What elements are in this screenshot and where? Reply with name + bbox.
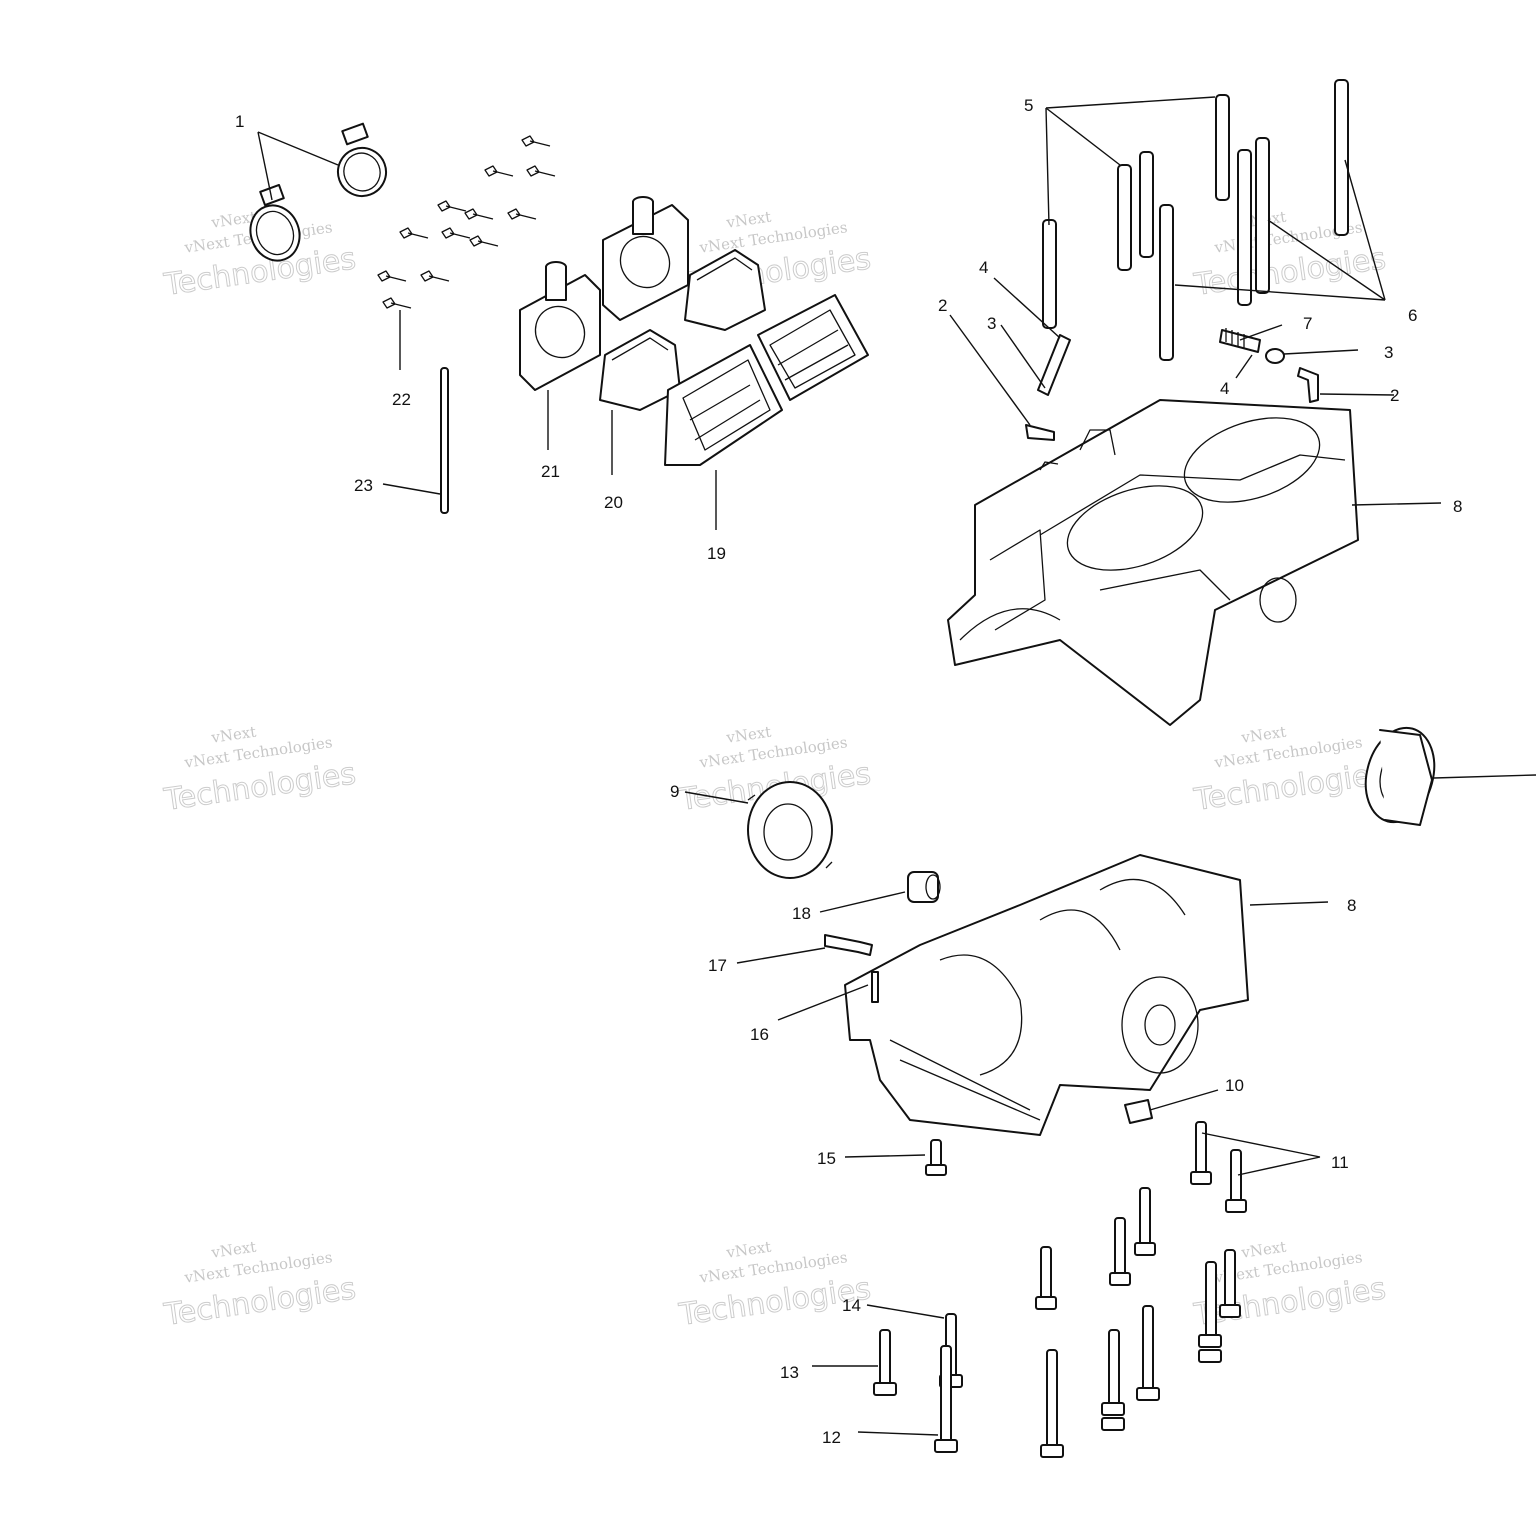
callout-7: 7 [1303, 314, 1312, 333]
seal-right-part[interactable] [1356, 720, 1445, 830]
bushing-part[interactable] [907, 871, 941, 903]
short-bolt-part[interactable] [925, 1139, 947, 1176]
callout-4: 4 [1220, 379, 1229, 398]
callout-11: 11 [1331, 1153, 1349, 1172]
watermark-text: vNext [724, 208, 772, 232]
watermark-mid-left: vNext vNext Technologies Technologies [161, 723, 359, 819]
intake-bolts-part[interactable] [377, 135, 556, 309]
callout-2: 2 [1390, 386, 1399, 405]
rod-part[interactable] [440, 367, 449, 514]
callout-9: 9 [670, 782, 679, 801]
watermark-text: vNext [724, 723, 772, 747]
watermark-top-right: vNext vNext Technologies Technologies [1191, 208, 1389, 304]
watermark-text: vNext [209, 723, 257, 747]
callout-8: 8 [1453, 497, 1462, 516]
watermark-mid-right: vNext vNext Technologies Technologies [1191, 723, 1389, 819]
fittings-part[interactable] [1025, 328, 1319, 441]
callout-5: 5 [1024, 96, 1033, 115]
intake-boot-part[interactable] [599, 249, 766, 411]
watermark-text: vNext [1239, 1238, 1287, 1262]
callout-4: 4 [979, 258, 988, 277]
reed-valve-part[interactable] [664, 294, 869, 466]
callout-12: 12 [822, 1428, 841, 1447]
leader-lines [257, 96, 1536, 1436]
callout-18: 18 [792, 904, 811, 923]
callout-labels: 1 2 2 3 3 4 4 5 6 7 8 8 9 10 11 12 13 14… [235, 96, 1462, 1447]
watermark-text: vNext [1239, 723, 1287, 747]
seal-left-part[interactable] [747, 781, 833, 879]
callout-20: 20 [604, 493, 623, 512]
hose-clamps-part[interactable] [243, 122, 393, 268]
watermark-bottom-middle: vNext vNext Technologies Technologies [676, 1238, 874, 1334]
watermark-text: vNext [724, 1238, 772, 1262]
callout-21: 21 [541, 462, 560, 481]
watermark-bottom-left: vNext vNext Technologies Technologies [161, 1238, 359, 1334]
callout-2: 2 [938, 296, 947, 315]
crankcase-bolts-part[interactable] [873, 1121, 1247, 1458]
watermark-text: vNext [209, 1238, 257, 1262]
upper-crankcase-part[interactable] [947, 399, 1359, 726]
callout-23: 23 [354, 476, 373, 495]
callout-1: 1 [235, 112, 244, 131]
callout-10: 10 [1225, 1076, 1244, 1095]
drain-plug-part[interactable] [1124, 1099, 1153, 1124]
callout-19: 19 [707, 544, 726, 563]
lower-crankcase-part[interactable] [844, 854, 1249, 1136]
callout-13: 13 [780, 1363, 799, 1382]
callout-22: 22 [392, 390, 411, 409]
cylinder-studs-part[interactable] [1042, 79, 1349, 361]
callout-15: 15 [817, 1149, 836, 1168]
callout-17: 17 [708, 956, 727, 975]
callout-3: 3 [987, 314, 996, 333]
elbow-fitting-part[interactable] [824, 934, 873, 956]
callout-8: 8 [1347, 896, 1356, 915]
callout-3: 3 [1384, 343, 1393, 362]
callout-6: 6 [1408, 306, 1417, 325]
callout-16: 16 [750, 1025, 769, 1044]
callout-14: 14 [842, 1296, 861, 1315]
